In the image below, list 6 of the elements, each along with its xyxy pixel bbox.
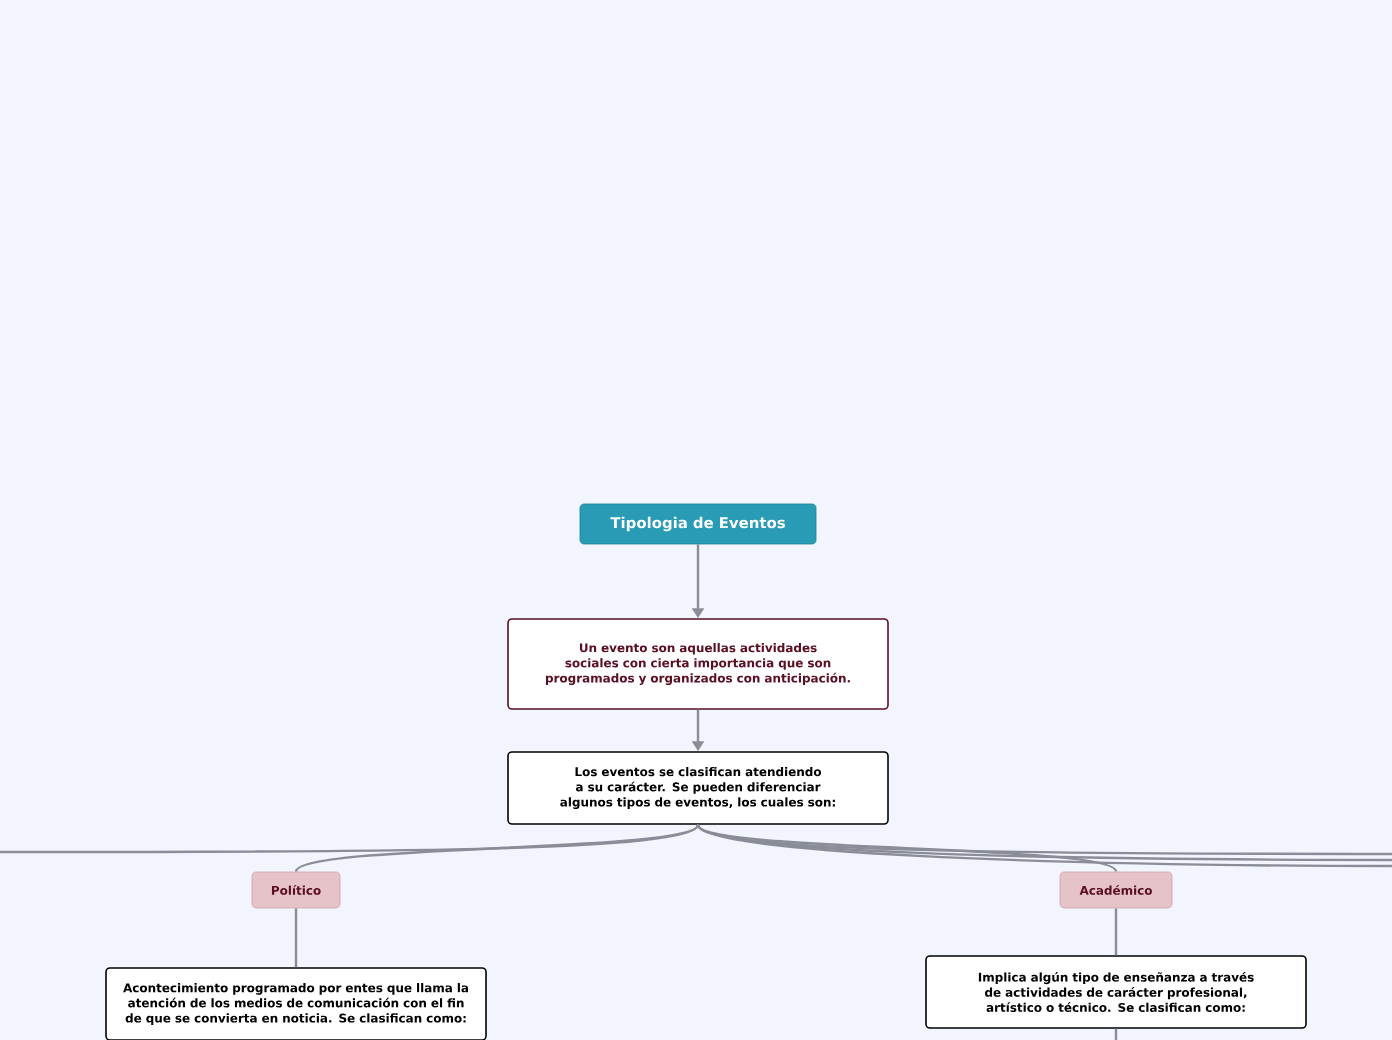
connector [295,823,699,873]
connector [1114,1028,1118,1040]
connector [1114,908,1118,956]
connector [697,823,1392,856]
connector [697,823,1117,873]
connector [294,908,298,968]
